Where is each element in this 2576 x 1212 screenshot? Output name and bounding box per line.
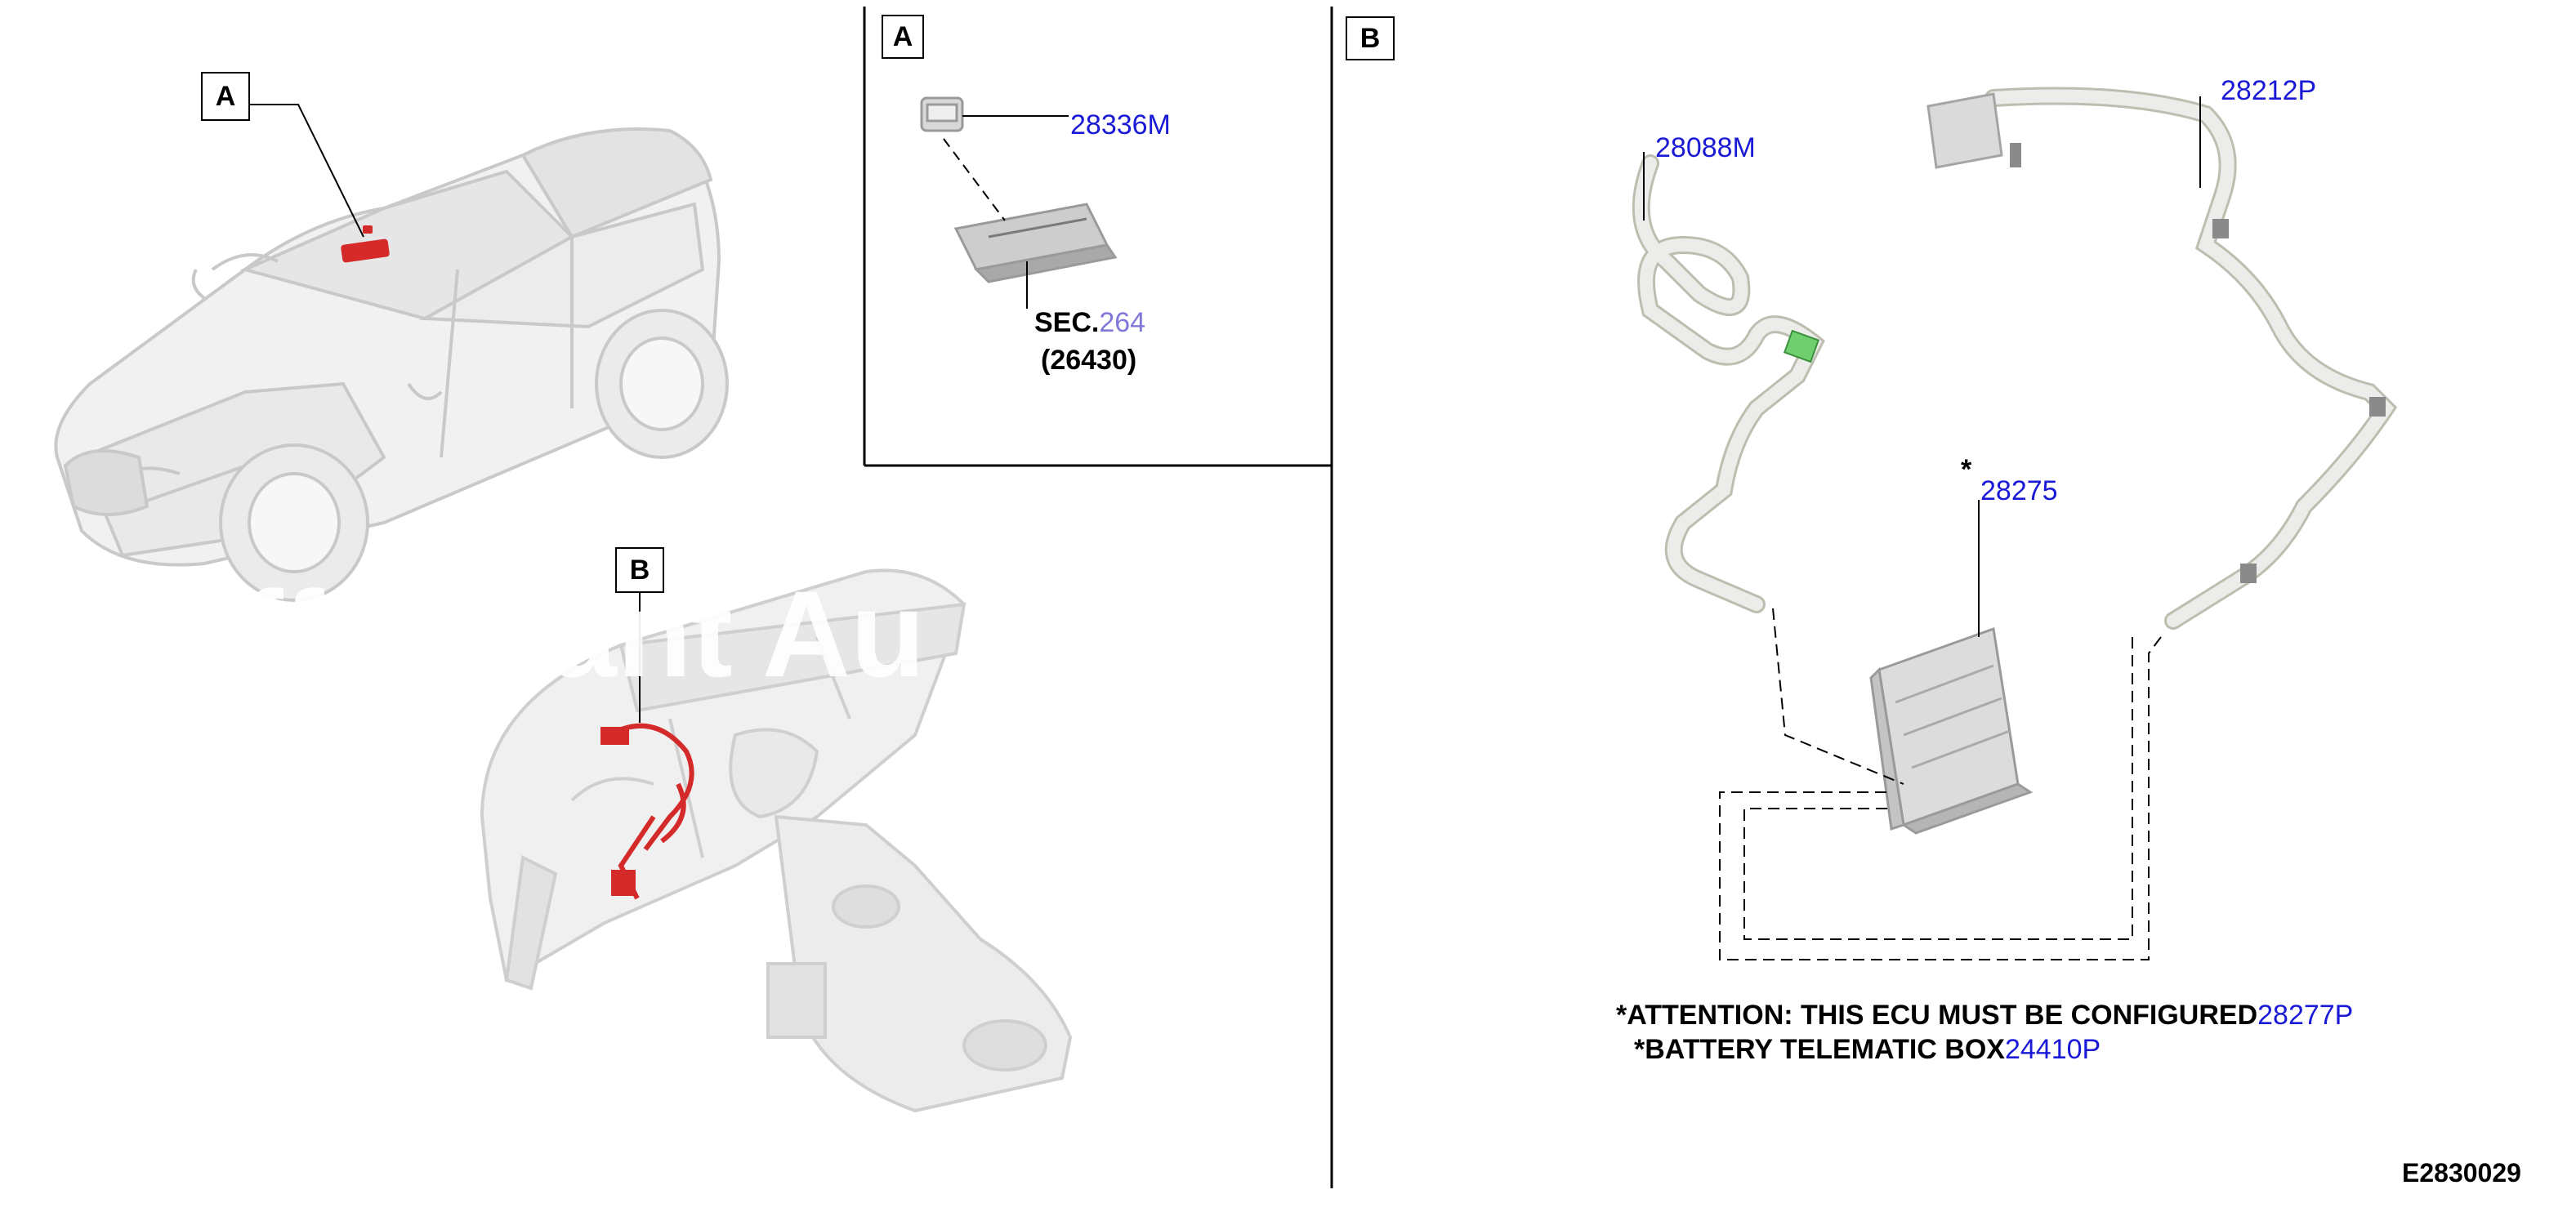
section-reference: SEC.264 xyxy=(1034,309,1145,336)
harness-28212p xyxy=(1926,87,2398,630)
note-battery-text: *BATTERY TELEMATIC BOX xyxy=(1634,1034,2005,1065)
section-sub-number: (26430) xyxy=(1041,345,1137,376)
configuration-star: * xyxy=(1961,454,1972,485)
callout-a-leader xyxy=(249,104,364,238)
note-attention: *ATTENTION: THIS ECU MUST BE CONFIGURED2… xyxy=(1616,1001,2353,1029)
vehicle-illustration xyxy=(54,127,729,602)
roof-module-highlight-small xyxy=(363,225,373,234)
connection-dashed-lines xyxy=(1719,608,2162,960)
note-attention-text: *ATTENTION: THIS ECU MUST BE CONFIGURED xyxy=(1616,1000,2258,1031)
panel-a-tag: A xyxy=(882,15,924,59)
roof-switch-module-drawing xyxy=(920,96,1118,283)
part-number-28212p[interactable]: 28212P xyxy=(2221,75,2317,106)
harness-clips xyxy=(2010,143,2386,583)
diagram-code: E2830029 xyxy=(2402,1158,2521,1187)
panel-b-tag: B xyxy=(1346,16,1395,60)
telematic-ecu-drawing xyxy=(1869,626,2034,835)
dashboard-illustration xyxy=(480,568,1073,1113)
harness-connector-highlight xyxy=(600,727,629,745)
section-prefix: SEC. xyxy=(1034,307,1100,338)
part-number-28275[interactable]: 28275 xyxy=(1980,475,2058,506)
green-connector xyxy=(1783,329,1820,363)
callout-b-box: B xyxy=(615,547,664,593)
part-number-28277p[interactable]: 28277P xyxy=(2257,1000,2354,1031)
part-number-24410p[interactable]: 24410P xyxy=(2004,1034,2101,1065)
section-ref-link[interactable]: 264 xyxy=(1099,307,1146,338)
roof-module-highlight xyxy=(341,238,390,263)
callout-a-box: A xyxy=(201,72,250,121)
part-number-28088m[interactable]: 28088M xyxy=(1655,132,1756,163)
harness-connector-highlight-2 xyxy=(611,870,636,896)
part-number-28336m[interactable]: 28336M xyxy=(1070,109,1171,140)
watermark: Offer hant Au xyxy=(147,565,926,702)
harness-28088m xyxy=(1632,154,1825,613)
assembly-dash-line xyxy=(943,138,1006,221)
note-battery-telematic: *BATTERY TELEMATIC BOX24410P xyxy=(1634,1036,2101,1063)
